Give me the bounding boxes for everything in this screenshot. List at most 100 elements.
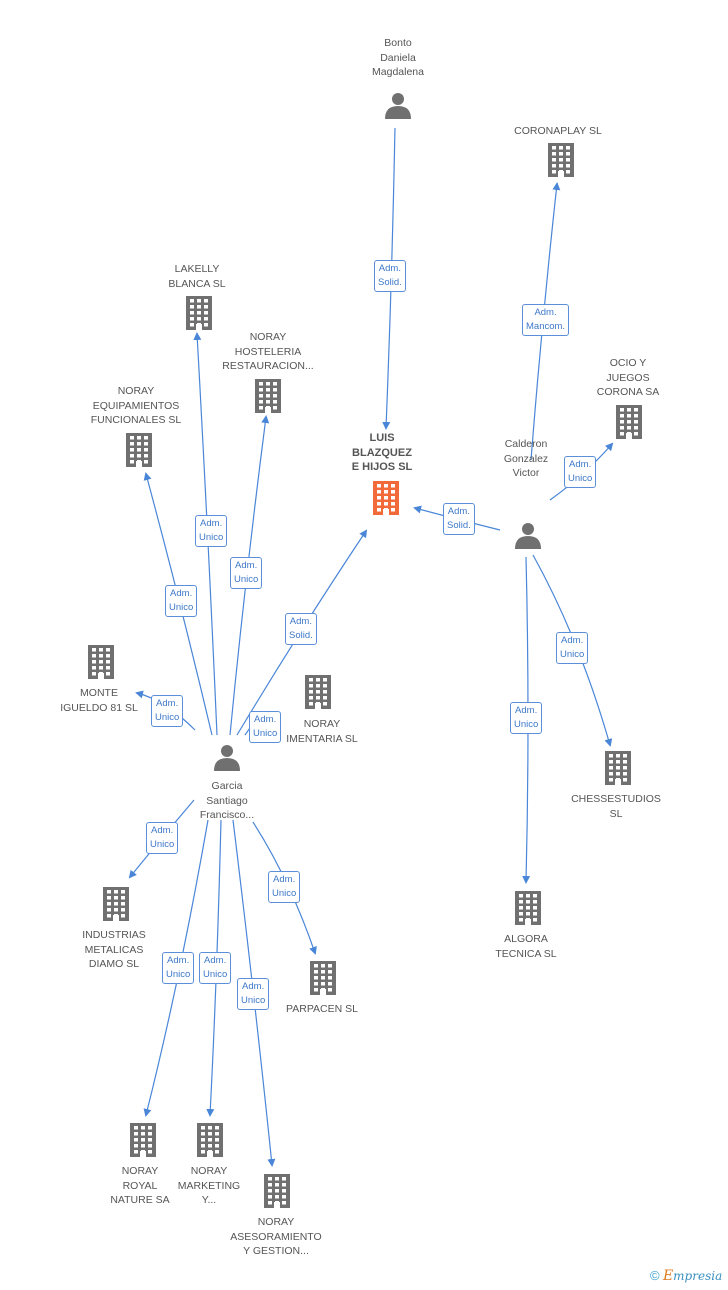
- building-icon[interactable]: [616, 405, 642, 439]
- edge-label-line: Solid.: [289, 630, 313, 641]
- edge-label-line: Adm.: [151, 825, 174, 836]
- building-icon[interactable]: [373, 481, 399, 515]
- edge-label-line: Unico: [155, 712, 180, 723]
- node-label-line: METALICAS: [84, 943, 144, 956]
- node-parpacen[interactable]: PARPACEN SL: [272, 1002, 372, 1017]
- edge-label-calderon-to-algora: Adm. Unico: [510, 702, 543, 734]
- node-label-line: HOSTELERIA: [234, 345, 302, 358]
- brand-name: mpresia: [673, 1269, 723, 1283]
- node-label-line: Gonzalez: [503, 452, 549, 465]
- edge-label-line: Unico: [514, 719, 539, 730]
- node-label-line: ASESORAMIENTO: [230, 1230, 322, 1243]
- node-monte[interactable]: MONTE IGUELDO 81 SL: [49, 686, 149, 715]
- edge-label-garcia-to-hosteleria: Adm. Unico: [230, 557, 263, 589]
- building-icon[interactable]: [103, 887, 129, 921]
- edge-label-line: Adm.: [235, 560, 258, 571]
- node-label-line: MONTE: [80, 687, 118, 699]
- node-label-line: BLAZQUEZ: [352, 446, 412, 459]
- edge-label-line: Unico: [166, 969, 191, 980]
- node-label-line: INDUSTRIAS: [82, 929, 146, 941]
- edge-label-line: Unico: [169, 602, 194, 613]
- person-icon[interactable]: [214, 745, 240, 771]
- building-icon[interactable]: [126, 433, 152, 467]
- node-label-line: NORAY: [121, 1165, 159, 1177]
- node-label-line: LAKELLY: [174, 263, 220, 275]
- node-royal[interactable]: NORAY ROYAL NATURE SA: [95, 1164, 185, 1208]
- node-label-line: Victor: [512, 467, 540, 479]
- node-label-line: ALGORA: [504, 933, 548, 945]
- edge-label-calderon-to-luis: Adm. Solid.: [443, 503, 475, 535]
- edge-label-line: Adm.: [447, 506, 470, 517]
- edge-label-line: Solid.: [447, 520, 471, 531]
- node-label-line: NATURE SA: [110, 1194, 170, 1206]
- node-label-line: NORAY: [117, 385, 155, 397]
- edge-label-line: Solid.: [378, 277, 402, 288]
- edge-label-line: Unico: [560, 649, 585, 660]
- building-icon[interactable]: [264, 1174, 290, 1208]
- edge-label-line: Adm.: [534, 307, 557, 318]
- node-chessestudios[interactable]: CHESSESTUDIOS SL: [566, 792, 666, 821]
- node-label-line: EQUIPAMIENTOS: [92, 399, 180, 412]
- edge-label-line: Unico: [234, 574, 259, 585]
- edge-label-garcia-to-marketing: Adm. Unico: [199, 952, 232, 984]
- edge-label-garcia-to-monte: Adm.Unico: [151, 695, 184, 727]
- edge-label-line: Adm.: [569, 459, 592, 470]
- copyright-symbol: ©: [650, 1268, 660, 1283]
- node-label-line: Bonto: [384, 37, 412, 49]
- node-coronaplay[interactable]: CORONAPLAY SL: [503, 124, 613, 139]
- node-label-line: IMENTARIA SL: [286, 732, 358, 745]
- edge-label-garcia-to-asesoramiento: Adm.Unico: [237, 978, 270, 1010]
- edge-label-garcia-to-parpacen: Adm.Unico: [268, 871, 301, 903]
- edge-label-line: Adm.: [515, 705, 538, 716]
- building-icon[interactable]: [88, 645, 114, 679]
- building-icon[interactable]: [310, 961, 336, 995]
- node-label-line: Garcia: [211, 780, 243, 792]
- node-label-line: ROYAL: [122, 1179, 158, 1192]
- edge-label-garcia-to-alimentaria: Adm.Unico: [249, 711, 282, 743]
- node-label-line: IGUELDO 81 SL: [60, 701, 138, 714]
- building-icon[interactable]: [130, 1123, 156, 1157]
- edge-label-line: Unico: [150, 839, 175, 850]
- building-icon[interactable]: [548, 143, 574, 177]
- building-icon[interactable]: [197, 1123, 223, 1157]
- building-icon[interactable]: [255, 379, 281, 413]
- edge-label-line: Adm.: [378, 263, 401, 274]
- building-icon[interactable]: [305, 675, 331, 709]
- node-label-line: CORONA SA: [596, 386, 660, 398]
- edge-label-garcia-to-luis: Adm. Solid.: [285, 613, 317, 645]
- node-label-line: E HIJOS SL: [351, 461, 413, 473]
- brand-initial: E: [662, 1268, 674, 1284]
- node-label-line: CHESSESTUDIOS: [571, 793, 661, 805]
- building-icon[interactable]: [515, 891, 541, 925]
- building-icon[interactable]: [186, 296, 212, 330]
- node-label-line: Francisco...: [199, 809, 255, 821]
- edge-label-line: Adm.: [242, 981, 265, 992]
- edge-label-calderon-to-chessestudios: Adm.Unico: [556, 632, 589, 664]
- node-label-line: NORAY: [257, 1216, 295, 1228]
- person-icon[interactable]: [385, 93, 411, 119]
- edge-label-line: Adm.: [204, 955, 227, 966]
- edge-label-line: Unico: [203, 969, 228, 980]
- node-label-line: Calderon: [504, 438, 548, 450]
- edge-label-line: Adm.: [289, 616, 312, 627]
- node-label-line: SL: [609, 807, 623, 820]
- node-label-line: CORONAPLAY SL: [514, 125, 602, 137]
- edge-label-garcia-to-lakelly: Adm.Unico: [195, 515, 228, 547]
- person-icon[interactable]: [515, 523, 541, 549]
- edge-label-calderon-to-ocio: Adm.Unico: [564, 456, 597, 488]
- building-icon[interactable]: [605, 751, 631, 785]
